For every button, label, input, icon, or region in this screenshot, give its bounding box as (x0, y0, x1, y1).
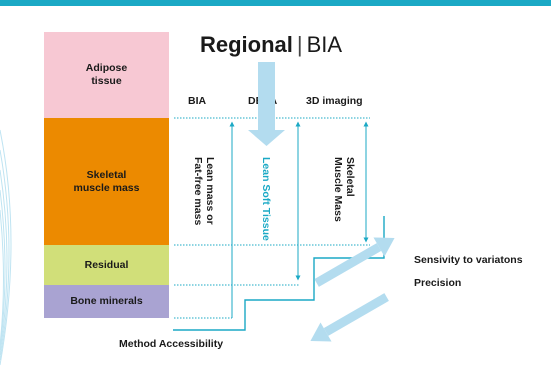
label-bia-method: Lean mass or Fat-free mass (192, 157, 216, 226)
column-header-bia: BIA (188, 95, 207, 107)
label-3d-imaging-method: Skeletal Muscle Mass (332, 157, 356, 222)
compartment-residual: Residual (44, 245, 169, 285)
label-dexa-method: Lean Soft Tissue (260, 157, 272, 241)
accessibility-staircase (173, 216, 385, 331)
precision-arrow (310, 293, 389, 342)
title-separator: | (296, 32, 303, 57)
compartment-bone-minerals: Bone minerals (44, 285, 169, 318)
sensitivity-arrow (314, 237, 395, 287)
label-precision: Precision (414, 277, 462, 289)
title-strong: Regional (200, 32, 293, 57)
decorative-swoosh-lines (0, 129, 12, 366)
page-title: Regional|BIA (200, 32, 342, 58)
label-sensitivity: Sensivity to variatons (414, 254, 523, 266)
compartment-adipose: Adipose tissue (44, 32, 169, 118)
column-header-3d-imaging: 3D imaging (306, 95, 363, 107)
regional-down-arrow (248, 62, 285, 146)
title-light: BIA (306, 32, 343, 57)
label-method-accessibility: Method Accessibility (119, 338, 224, 350)
top-accent-bar (0, 0, 551, 6)
compartment-skeletal-muscle: Skeletal muscle mass (44, 118, 169, 245)
